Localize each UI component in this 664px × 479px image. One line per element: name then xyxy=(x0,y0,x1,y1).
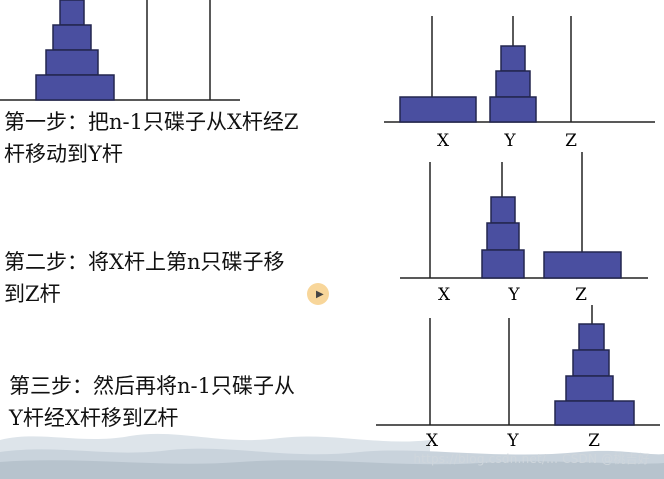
cursor-highlight xyxy=(307,283,329,305)
disk-1 xyxy=(59,0,85,26)
disk-2 xyxy=(495,70,531,98)
disk-5 xyxy=(554,400,635,426)
peg-label-x: X xyxy=(426,431,439,451)
step1-line2: 杆移动到Y杆 xyxy=(4,142,123,166)
step2-diagram: X Y Z xyxy=(400,152,648,305)
initial-state-diagram xyxy=(0,0,240,101)
disk-2 xyxy=(52,24,92,51)
peg-label-x: X xyxy=(437,131,450,151)
disk-1 xyxy=(490,196,516,224)
disk-2 xyxy=(486,222,520,251)
disk-3 xyxy=(565,375,614,402)
step1-line1: 第一步：把n-1只碟子从X杆经Z xyxy=(4,110,299,134)
peg-label-y: Y xyxy=(506,431,519,451)
peg-label-y: Y xyxy=(503,131,516,151)
peg-label-z: Z xyxy=(588,431,600,451)
cursor-icon: ▶ xyxy=(316,289,324,300)
step3-line2: Y杆经X杆移到Z杆 xyxy=(9,406,179,430)
peg-label-y: Y xyxy=(507,285,520,305)
disk-5 xyxy=(399,96,477,123)
disk-3 xyxy=(45,49,99,76)
watermark-text: https://blog.csdn.net/... CSDN @桃吉好 xyxy=(413,452,650,466)
disk-1 xyxy=(578,323,605,351)
disk-3 xyxy=(481,249,525,279)
peg-label-z: Z xyxy=(575,285,587,305)
step2-line1: 第二步：将X杆上第n只碟子移 xyxy=(4,250,285,274)
step2-line2: 到Z杆 xyxy=(4,282,61,306)
step3-text: 第三步：然后再将n-1只碟子从 Y杆经X杆移到Z杆 xyxy=(9,370,295,434)
peg-label-z: Z xyxy=(565,131,577,151)
step1-text: 第一步：把n-1只碟子从X杆经Z 杆移动到Y杆 xyxy=(4,106,299,170)
disk-5 xyxy=(543,251,622,279)
peg-label-x: X xyxy=(438,285,451,305)
disk-2 xyxy=(572,349,610,377)
disk-3 xyxy=(489,96,537,123)
disk-1 xyxy=(500,45,526,72)
step3-line1: 第三步：然后再将n-1只碟子从 xyxy=(9,374,295,398)
step2-text: 第二步：将X杆上第n只碟子移 到Z杆 xyxy=(4,246,284,310)
decorative-wave-strip xyxy=(0,433,664,479)
disk-4 xyxy=(35,74,115,101)
step1-diagram: X Y Z xyxy=(384,16,655,151)
step3-diagram: X Y Z xyxy=(376,305,660,451)
